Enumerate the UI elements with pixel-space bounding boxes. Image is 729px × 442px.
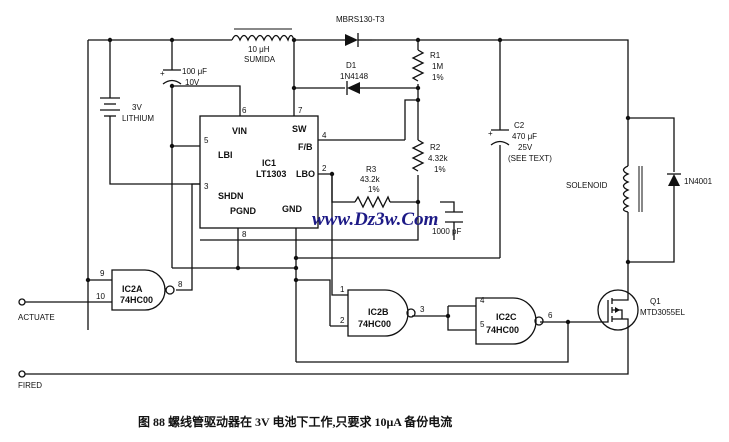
ic1-pin-sw: SW (292, 124, 307, 134)
svg-text:6: 6 (242, 106, 247, 115)
svg-text:5: 5 (204, 136, 209, 145)
diode-d2: MBRS130-T3 (336, 15, 385, 47)
ic1-pin-vin: VIN (232, 126, 247, 136)
d2-part: MBRS130-T3 (336, 15, 385, 24)
inductor-l1: 10 μH SUMIDA (231, 28, 295, 64)
resistor-r3: R3 43.2k 1% (354, 165, 391, 209)
svg-text:4: 4 (322, 131, 327, 140)
svg-text:2: 2 (322, 164, 327, 173)
inductor-value: 10 μH (248, 45, 270, 54)
svg-text:3: 3 (420, 305, 425, 314)
ic2c-nand: IC2C 74HC00 4 5 6 (475, 296, 553, 345)
ic2b-nand: IC2B 74HC00 1 2 3 (340, 285, 425, 337)
battery-voltage: 3V (132, 103, 142, 112)
svg-text:7: 7 (298, 106, 303, 115)
ic2c-part: 74HC00 (486, 325, 519, 335)
resistor-r1: R1 1M 1% (411, 49, 444, 82)
q1-part: MTD3055EL (640, 308, 685, 317)
svg-text:4: 4 (480, 296, 485, 305)
svg-text:5: 5 (480, 320, 485, 329)
ic1-pin-pgnd: PGND (230, 206, 257, 216)
figure-caption: 图 88 螺线管驱动器在 3V 电池下工作,只要求 10μA 备份电流 (138, 414, 452, 429)
svg-text:3: 3 (204, 182, 209, 191)
ic1-pin-lbi: LBI (218, 150, 233, 160)
q1-ref: Q1 (650, 297, 661, 306)
battery-type: LITHIUM (122, 114, 154, 123)
ic2b-ref: IC2B (368, 307, 389, 317)
c1-value: 100 μF (182, 67, 207, 76)
svg-text:+: + (160, 69, 165, 78)
r2-ref: R2 (430, 143, 441, 152)
c2-voltage: 25V (518, 143, 533, 152)
diode-d1: D1 1N4148 (340, 61, 369, 95)
d1-ref: D1 (346, 61, 357, 70)
ic1-pin-lbo: LBO (296, 169, 315, 179)
c2-value: 470 μF (512, 132, 537, 141)
svg-text:9: 9 (100, 269, 105, 278)
ic1-pin-shdn: SHDN (218, 191, 244, 201)
ic2a-part: 74HC00 (120, 295, 153, 305)
diode-d3: 1N4001 (667, 173, 713, 205)
junction-dots (85, 37, 631, 325)
ic2a-nand: IC2A 74HC00 9 10 8 (96, 269, 183, 311)
fired-terminal[interactable] (18, 370, 26, 378)
svg-text:1: 1 (340, 285, 345, 294)
c1-voltage: 10V (185, 78, 200, 87)
terminals: ACTUATE FIRED (18, 298, 55, 390)
svg-text:2: 2 (340, 316, 345, 325)
svg-text:6: 6 (548, 311, 553, 320)
r2-tol: 1% (434, 165, 446, 174)
r3-ref: R3 (366, 165, 377, 174)
watermark: www.Dz3w.Com (312, 209, 438, 230)
capacitor-c1: + 100 μF 10V (160, 67, 207, 87)
resistor-r2: R2 4.32k 1% (411, 139, 449, 174)
svg-text:+: + (488, 129, 493, 138)
c2-ref: C2 (514, 121, 525, 130)
inductor-maker: SUMIDA (244, 55, 276, 64)
ic1-part: LT1303 (256, 169, 286, 179)
capacitor-c3: 1000 pF (432, 211, 463, 236)
ic2b-part: 74HC00 (358, 319, 391, 329)
c2-note: (SEE TEXT) (508, 154, 552, 163)
wires (25, 39, 675, 375)
actuate-terminal[interactable] (18, 298, 26, 306)
solenoid-label: SOLENOID (566, 181, 608, 190)
solenoid: SOLENOID (566, 165, 643, 213)
fired-label: FIRED (18, 381, 42, 390)
svg-text:10: 10 (96, 292, 105, 301)
r1-tol: 1% (432, 73, 444, 82)
actuate-label: ACTUATE (18, 313, 55, 322)
mosfet-q1: Q1 MTD3055EL (597, 289, 685, 331)
ic2a-ref: IC2A (122, 284, 143, 294)
ic1-ref: IC1 (262, 158, 276, 168)
ic1-pin-fb: F/B (298, 142, 313, 152)
d3-part: 1N4001 (684, 177, 713, 186)
ic2c-ref: IC2C (496, 312, 517, 322)
r3-value: 43.2k (360, 175, 381, 184)
r1-ref: R1 (430, 51, 441, 60)
svg-text:8: 8 (242, 230, 247, 239)
r2-value: 4.32k (428, 154, 449, 163)
capacitor-c2: + C2 470 μF 25V (SEE TEXT) (488, 121, 552, 163)
r3-tol: 1% (368, 185, 380, 194)
r1-value: 1M (432, 62, 443, 71)
battery: 3V LITHIUM (100, 97, 154, 123)
d1-part: 1N4148 (340, 72, 369, 81)
ic1-lt1303: VIN SW LBI F/B IC1 LT1303 LBO SHDN PGND … (199, 106, 327, 239)
c3-value: 1000 pF (432, 227, 461, 236)
svg-text:8: 8 (178, 280, 183, 289)
ic1-pin-gnd: GND (282, 204, 303, 214)
